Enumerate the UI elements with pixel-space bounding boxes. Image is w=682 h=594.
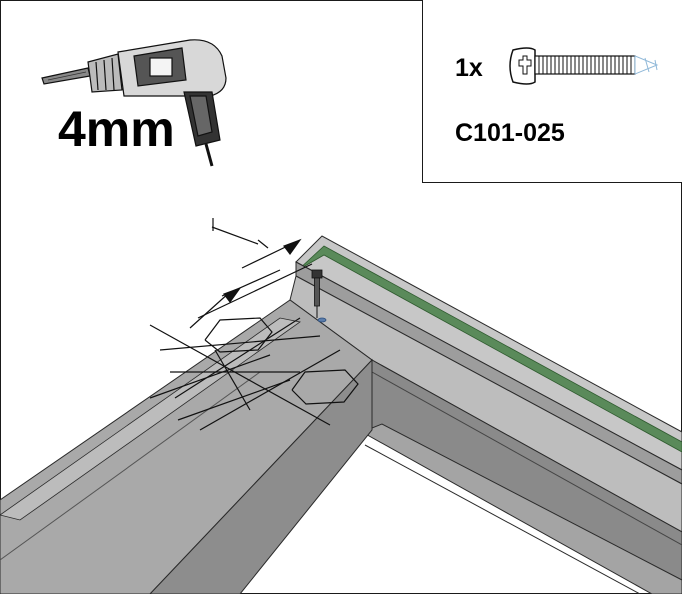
left-beam xyxy=(0,299,373,594)
right-beam xyxy=(289,235,682,594)
pan-head-screw-icon xyxy=(509,47,659,85)
part-quantity: 1x xyxy=(455,54,483,82)
part-callout-box: 1x C101-025 xyxy=(422,0,682,183)
power-drill-icon xyxy=(41,39,227,167)
drill-bit-size-label: 4mm xyxy=(58,101,175,157)
inserted-screw xyxy=(311,269,327,323)
part-code: C101-025 xyxy=(455,119,565,147)
dimension-lines xyxy=(149,218,359,431)
